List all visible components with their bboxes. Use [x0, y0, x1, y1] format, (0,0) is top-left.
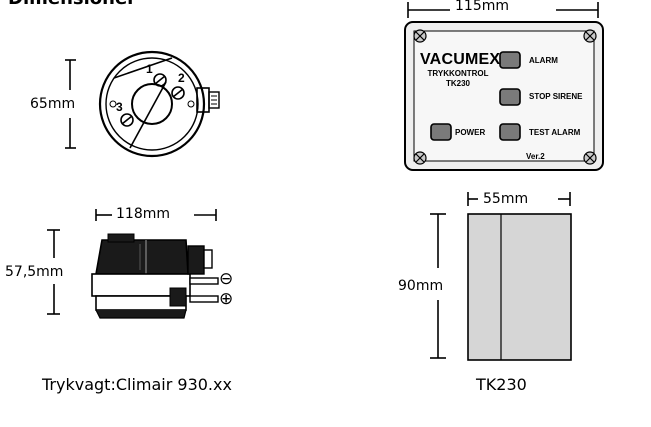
terminal-3-label: 3: [116, 100, 123, 114]
switch-930-side-height-dim: 57,5mm: [5, 264, 64, 280]
tk230-subtitle-line2: TK230: [445, 79, 470, 88]
terminal-1-label: 1: [146, 62, 153, 76]
alarm-label: ALARM: [529, 56, 558, 65]
stop-sirene-button: [499, 88, 521, 106]
test-alarm-label: TEST ALARM: [529, 128, 581, 137]
terminal-3-screw: [120, 113, 134, 127]
power-lamp: [430, 123, 452, 141]
tk230-side-view: [430, 192, 572, 361]
tk230-width-dim: 115mm: [455, 0, 509, 14]
switch-930-top-view: [65, 50, 220, 158]
power-label: POWER: [455, 128, 486, 137]
terminal-2-screw: [171, 86, 185, 100]
switch-930-width-dim: 118mm: [116, 206, 170, 222]
alarm-lamp: [499, 51, 521, 69]
tk230-front-view: [404, 2, 604, 171]
tk230-depth-dim: 55mm: [483, 191, 529, 207]
tk230-version-label: Ver.2: [526, 152, 545, 161]
switch-930-caption: Trykvagt:Climair 930.xx: [42, 375, 232, 394]
terminal-1-screw: [153, 73, 167, 87]
minus-terminal-symbol: ⊖: [219, 269, 234, 289]
switch-930-side-view: [47, 209, 219, 319]
tk230-caption: TK230: [476, 375, 527, 394]
page-heading: Dimensioner: [8, 0, 136, 8]
stop-sirene-label: STOP SIRENE: [529, 92, 583, 101]
tk230-height-dim: 90mm: [398, 278, 444, 294]
plus-terminal-symbol: ⊕: [219, 289, 234, 309]
test-alarm-button: [499, 123, 521, 141]
tk230-brand-logo: VACUMEX: [420, 51, 501, 68]
terminal-2-label: 2: [178, 71, 185, 85]
switch-930-height-dim: 65mm: [30, 96, 76, 112]
tk230-subtitle-line1: TRYKKONTROL: [427, 69, 489, 78]
